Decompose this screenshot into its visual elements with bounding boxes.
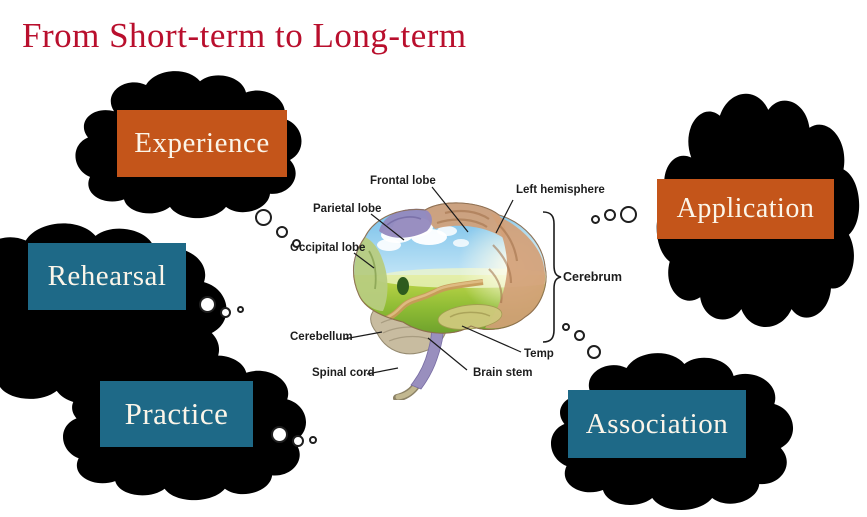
thought-tail-bubble xyxy=(292,435,304,447)
brain-label-temporal: Temp xyxy=(524,348,554,360)
occipital-lobe-shape xyxy=(354,237,388,311)
thought-tail-bubble xyxy=(604,209,616,221)
association-box: Association xyxy=(568,390,746,458)
brain-label-frontal-lobe: Frontal lobe xyxy=(370,175,436,187)
page-title: From Short-term to Long-term xyxy=(22,16,467,55)
practice-box: Practice xyxy=(100,381,253,447)
thought-tail-bubble xyxy=(276,226,288,238)
thought-tail-bubble xyxy=(619,205,637,223)
rehearsal-box: Rehearsal xyxy=(28,243,186,310)
gyri-lines xyxy=(436,209,519,304)
application-box: Application xyxy=(657,179,834,239)
thought-tail-bubble xyxy=(587,345,601,359)
brain-label-cerebellum: Cerebellum xyxy=(290,331,353,343)
cerebrum-brace xyxy=(542,211,562,343)
thought-tail-bubble xyxy=(219,306,231,318)
thought-tail-bubble xyxy=(309,436,317,444)
temporal-lobe-shape xyxy=(437,304,503,330)
thought-tail-bubble xyxy=(236,305,244,313)
thought-tail-bubble xyxy=(573,329,585,341)
brain-label-spinal-cord: Spinal cord xyxy=(312,367,375,379)
experience-label: Experience xyxy=(134,127,270,159)
brain-label-occipital-lobe: Occipital lobe xyxy=(290,242,366,254)
left-hemisphere-shape xyxy=(485,213,546,329)
thought-tail-bubble xyxy=(590,214,600,224)
experience-box: Experience xyxy=(117,110,287,177)
association-label: Association xyxy=(585,407,729,440)
brain-illustration xyxy=(343,186,562,400)
brain-label-brain-stem: Brain stem xyxy=(473,367,533,379)
brain-label-cerebrum: Cerebrum xyxy=(563,270,623,284)
thought-tail-bubble xyxy=(562,323,570,331)
application-label: Application xyxy=(676,193,815,224)
thought-tail-bubble xyxy=(270,425,288,443)
thought-tail-bubble xyxy=(254,208,272,226)
rehearsal-label: Rehearsal xyxy=(47,260,167,292)
cerebrum-outline xyxy=(353,202,547,334)
thought-tail-bubble xyxy=(198,295,216,313)
brain-label-parietal-lobe: Parietal lobe xyxy=(313,203,382,215)
thought-tail-bubble xyxy=(291,238,301,248)
label-leader-lines xyxy=(343,186,522,375)
practice-label: Practice xyxy=(124,396,229,431)
brain-label-left-hemisphere: Left hemisphere xyxy=(516,184,605,196)
